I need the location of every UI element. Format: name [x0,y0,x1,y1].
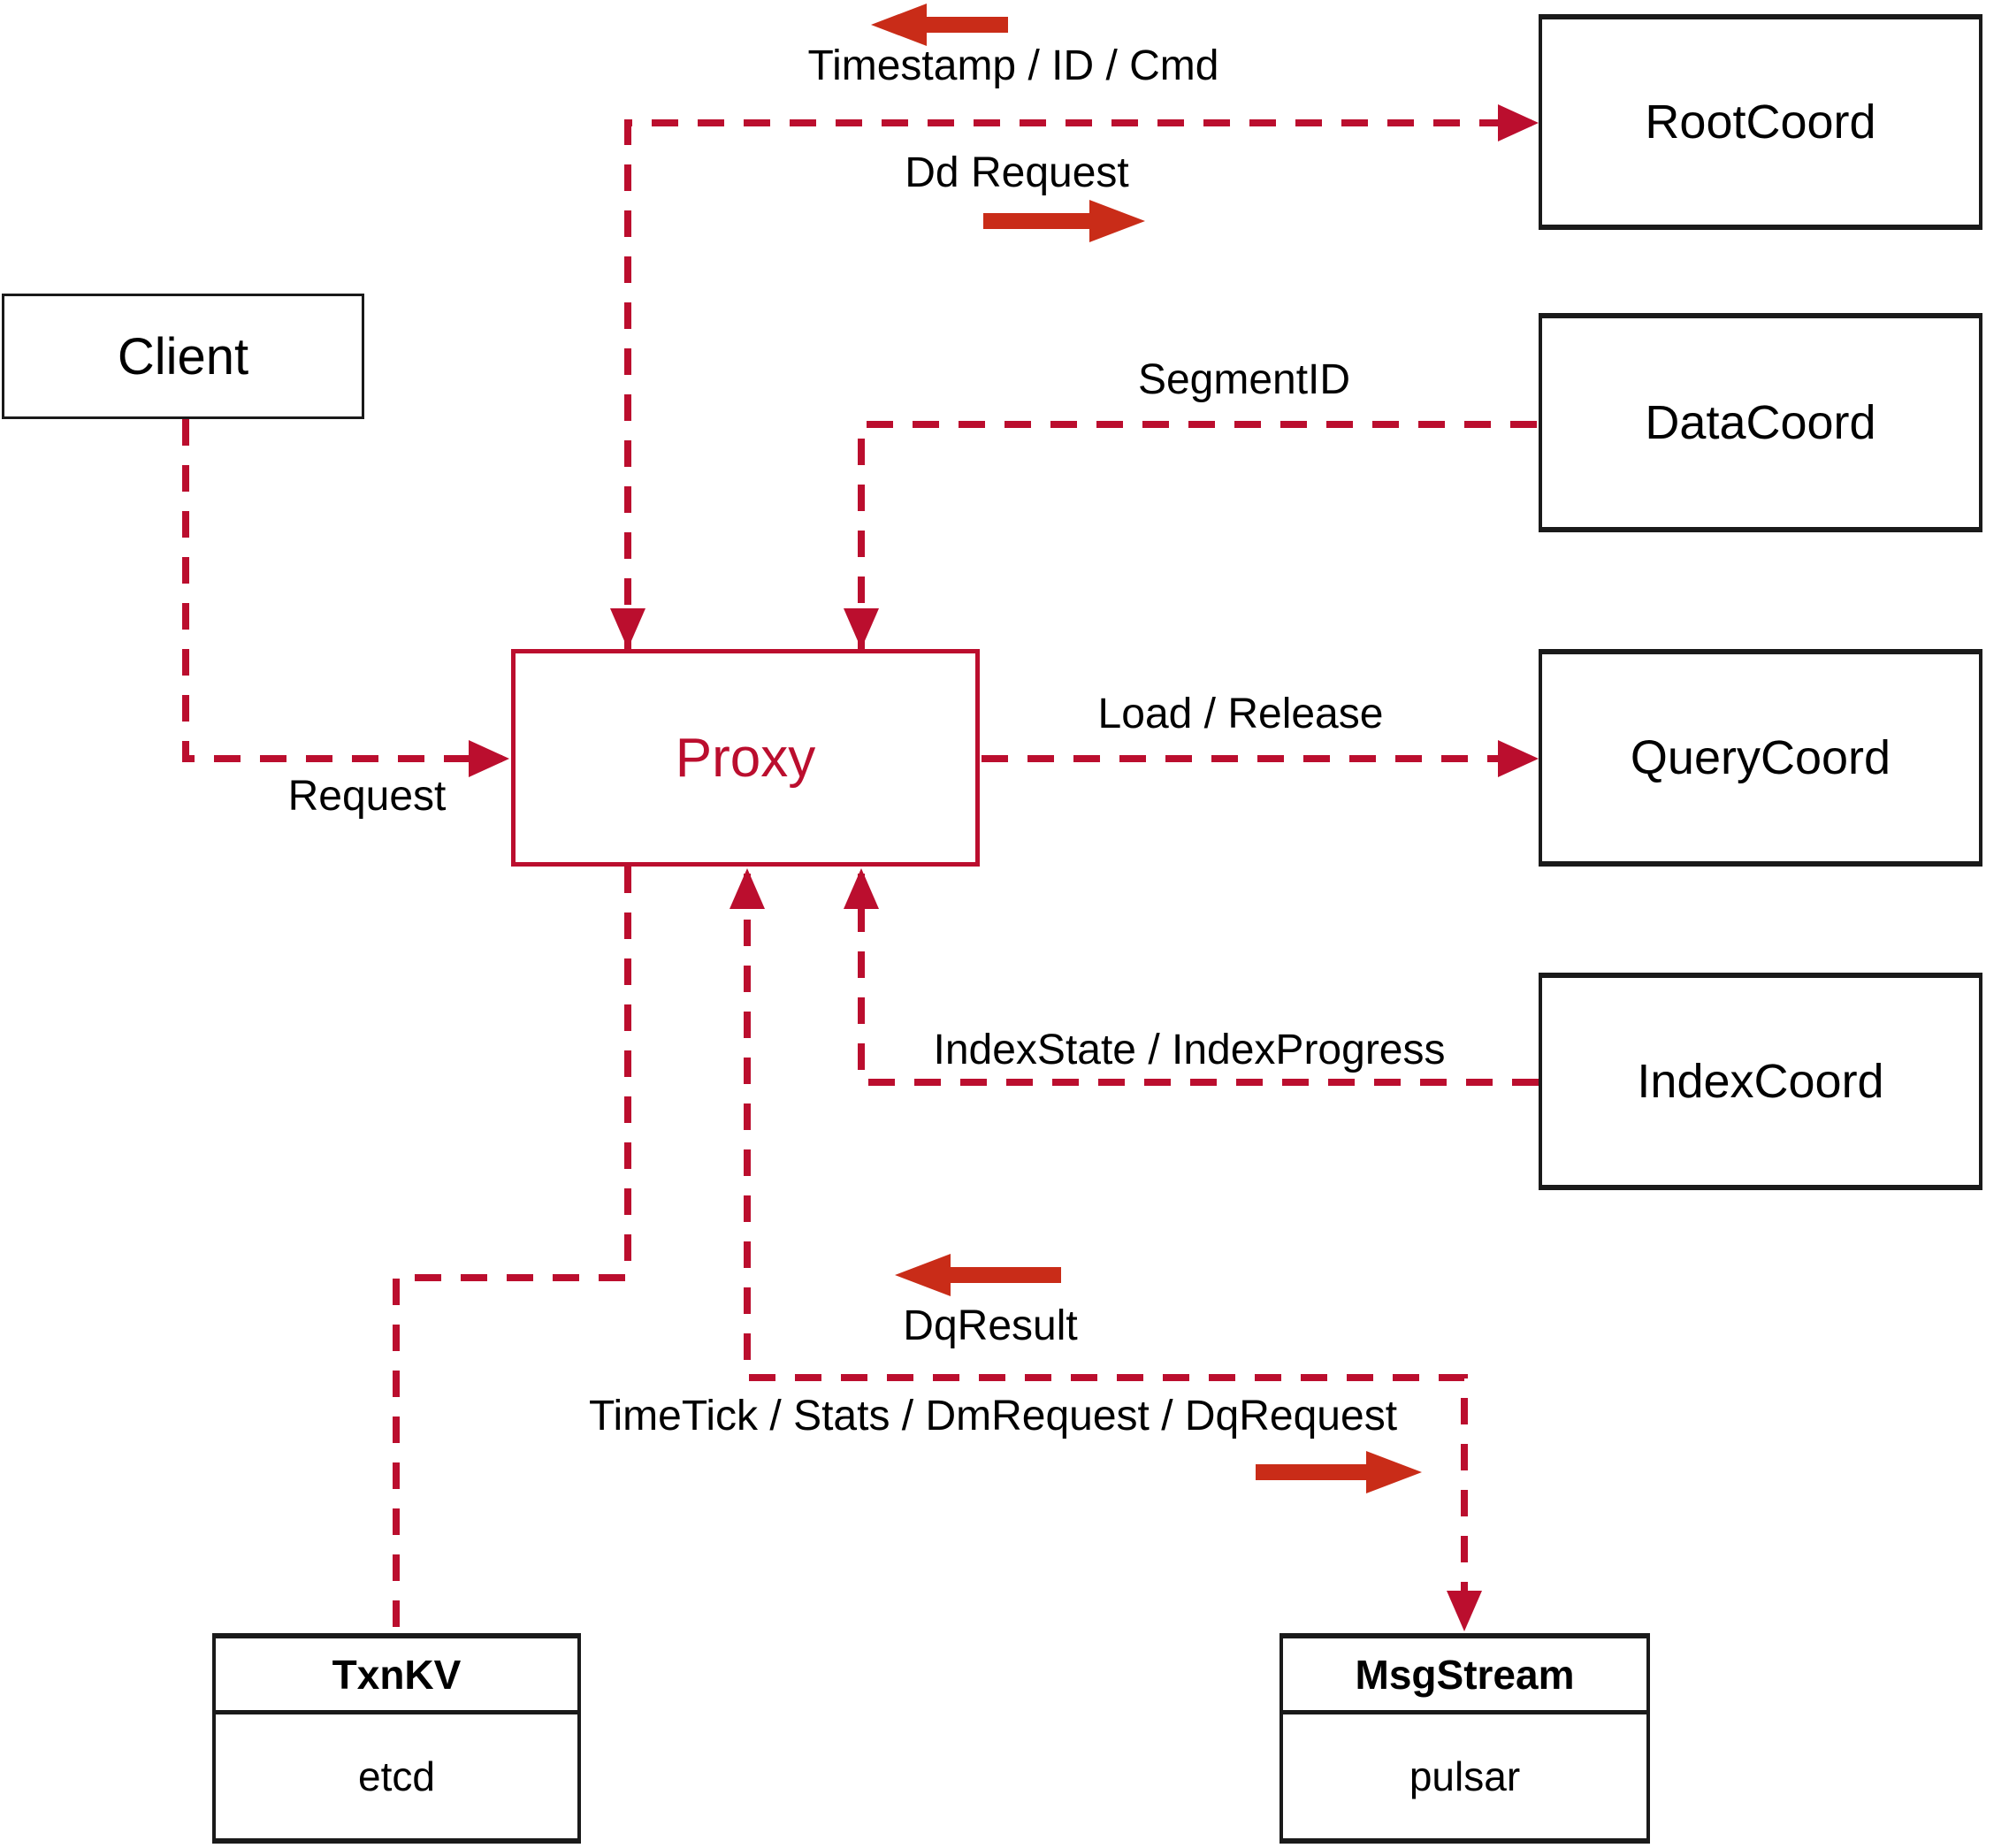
edge-label-segmentid: SegmentID [1137,356,1351,403]
arrowhead-into-proxy-bottom-center-icon [730,868,765,909]
arrowhead-into-proxy-bottom-right-icon [844,868,879,909]
msgstream-title: MsgStream [1283,1638,1646,1714]
arrowhead-into-proxy-left-icon [469,740,509,777]
edge-label-dqresult: DqResult [903,1302,1078,1349]
node-proxy: Proxy [511,649,980,867]
node-msgstream: MsgStream pulsar [1279,1633,1650,1844]
msgstream-subtitle: pulsar [1409,1753,1521,1799]
arrow-left-icon [871,4,1008,46]
edge-label-timetick-stats-dmrequest-dqrequest: TimeTick / Stats / DmRequest / DqRequest [588,1393,1398,1439]
edge-client-proxy [182,419,502,762]
node-txnkv: TxnKV etcd [212,1633,581,1844]
arrowhead-into-querycoord-icon [1498,740,1539,777]
arrowhead-into-proxy-top-right-icon [844,608,879,649]
arrowhead-into-rootcoord-icon [1498,104,1539,141]
node-datacoord: DataCoord [1539,313,1982,532]
edge-label-dd-request: Dd Request [905,149,1129,196]
edge-proxy-msgstream [744,874,1468,1625]
edge-datacoord-proxy [858,421,1537,651]
edge-label-load-release: Load / Release [1097,691,1384,737]
node-querycoord: QueryCoord [1539,649,1982,867]
arrow-right-icon [983,200,1145,242]
arrow-right-icon [1256,1451,1422,1493]
arrowhead-into-msgstream-icon [1447,1591,1482,1631]
arrow-left-icon [895,1254,1061,1296]
txnkv-subtitle: etcd [358,1753,435,1799]
edge-label-timestamp-id-cmd: Timestamp / ID / Cmd [807,42,1219,89]
arrowhead-into-proxy-top-left-icon [610,608,645,649]
edge-label-request: Request [287,773,447,820]
node-indexcoord: IndexCoord [1539,973,1982,1190]
edge-proxy-etcd [393,867,631,1631]
edge-proxy-rootcoord [624,119,1532,651]
node-rootcoord: RootCoord [1539,14,1982,230]
txnkv-title: TxnKV [216,1638,577,1714]
edge-label-indexstate-indexprogress: IndexState / IndexProgress [933,1027,1446,1073]
node-client: Client [2,294,364,419]
